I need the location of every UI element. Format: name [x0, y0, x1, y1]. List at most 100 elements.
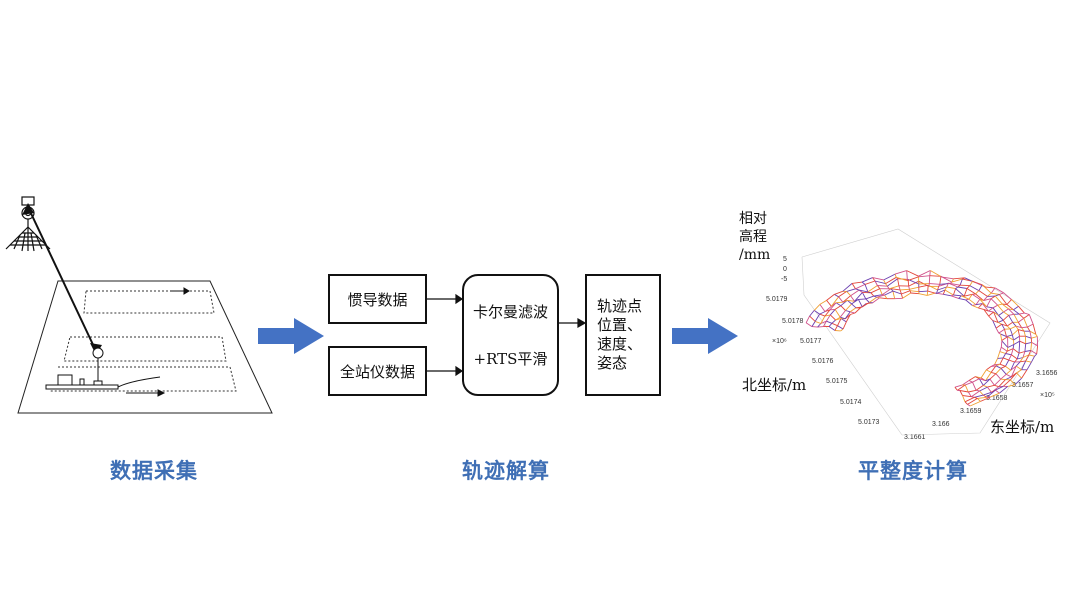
mesh-segment	[1020, 360, 1026, 363]
mesh-segment	[1014, 377, 1022, 386]
mesh-segment	[805, 322, 813, 327]
filter-line2: +RTS平滑	[473, 349, 548, 368]
mesh-segment	[998, 315, 1004, 321]
mesh-segment	[851, 303, 857, 309]
mesh-segment	[988, 311, 994, 317]
y-tick: 5.0175	[826, 378, 848, 385]
mesh-segment	[811, 326, 818, 328]
mesh-segment	[1017, 322, 1023, 328]
mesh-segment	[907, 276, 919, 282]
mesh-segment	[824, 309, 831, 317]
mesh-segment	[849, 307, 857, 313]
mesh-segment	[993, 311, 999, 316]
mesh-segment	[988, 310, 994, 313]
total-station-data-label: 全站仪数据	[339, 362, 415, 381]
mesh-segment	[986, 298, 992, 308]
mesh-segment	[835, 316, 841, 321]
output-line3: 速度、	[597, 335, 643, 353]
mesh-segment	[983, 296, 988, 301]
flow-arrow-1	[258, 318, 324, 354]
mesh-segment	[881, 288, 892, 296]
mesh-segment	[887, 278, 898, 287]
mesh-segment	[939, 276, 942, 285]
collect-caption: 数据采集	[110, 458, 198, 483]
mesh-segment	[995, 385, 1004, 391]
mesh-segment	[828, 326, 836, 331]
mesh-segment	[1011, 354, 1018, 360]
mesh-segment	[958, 295, 962, 299]
flatness-caption: 平整度计算	[858, 458, 968, 483]
mesh-segment	[978, 307, 984, 310]
mesh-segment	[900, 293, 904, 299]
mesh-segment	[994, 384, 999, 388]
mesh-segment	[1021, 326, 1028, 329]
mesh-segment	[969, 281, 973, 286]
mesh-segment	[1000, 333, 1007, 338]
mesh-segment	[968, 389, 977, 393]
mesh-segment	[990, 392, 1000, 398]
x-tick: 3.1661	[904, 434, 926, 441]
mesh-segment	[879, 297, 888, 300]
mesh-segment	[965, 381, 973, 386]
mesh-segment	[1012, 348, 1020, 354]
mesh-segment	[831, 322, 838, 327]
mesh-segment	[990, 365, 996, 368]
mesh-segment	[834, 294, 839, 298]
filter-box: 卡尔曼滤波 +RTS平滑	[462, 274, 559, 396]
mesh-segment	[1004, 329, 1007, 337]
mesh-segment	[998, 379, 1006, 388]
mesh-segment	[986, 306, 994, 309]
mesh-segment	[991, 292, 1000, 295]
mesh-segment	[942, 289, 946, 295]
mesh-segment	[1013, 309, 1020, 315]
mesh-segment	[809, 315, 816, 322]
mesh-segment	[950, 295, 959, 299]
mesh-segment	[1036, 345, 1039, 355]
y-tick: 5.0176	[812, 358, 834, 365]
mesh-segment	[1000, 368, 1007, 375]
mesh-segment	[864, 280, 876, 285]
mesh-segment	[978, 378, 984, 386]
mesh-segment	[1005, 353, 1012, 356]
mesh-segment	[1007, 336, 1014, 341]
mesh-segment	[1032, 323, 1037, 335]
mesh-segment	[892, 290, 896, 299]
mesh-segment	[889, 285, 900, 290]
mesh-segment	[819, 304, 826, 312]
mesh-segment	[975, 303, 983, 306]
mesh-segment	[1008, 308, 1014, 311]
mesh-segment	[1010, 361, 1015, 371]
mesh-segment	[826, 294, 835, 301]
surface-mesh-plot	[801, 228, 1051, 436]
mesh-segment	[936, 289, 939, 294]
mesh-segment	[1000, 373, 1007, 380]
mesh-segment	[967, 398, 978, 405]
mesh-segment	[1003, 357, 1009, 361]
mesh-segment	[992, 304, 998, 309]
mesh-segment	[987, 386, 992, 393]
mesh-segment	[824, 314, 831, 317]
mesh-segment	[964, 401, 968, 405]
mesh-segment	[969, 285, 980, 291]
mesh-segment	[1015, 325, 1022, 329]
mesh-segment	[902, 292, 912, 299]
collection-illustration	[5, 196, 273, 414]
mesh-segment	[1001, 340, 1009, 348]
mesh-segment	[854, 292, 863, 302]
mesh-segment	[986, 389, 996, 398]
mesh-segment	[994, 295, 1003, 305]
mesh-segment	[1009, 372, 1017, 381]
mesh-segment	[964, 396, 975, 403]
mesh-segment	[828, 323, 833, 327]
mesh-segment	[998, 332, 1001, 335]
mesh-segment	[983, 309, 989, 317]
mesh-segment	[1019, 312, 1025, 315]
mesh-segment	[1010, 348, 1014, 355]
mesh-segment	[824, 305, 832, 312]
mesh-segment	[1000, 365, 1006, 369]
y-tick: 5.0173	[858, 419, 880, 426]
mesh-segment	[858, 289, 868, 293]
mesh-segment	[813, 310, 820, 315]
mesh-segment	[1025, 354, 1030, 362]
mesh-segment	[879, 288, 883, 295]
